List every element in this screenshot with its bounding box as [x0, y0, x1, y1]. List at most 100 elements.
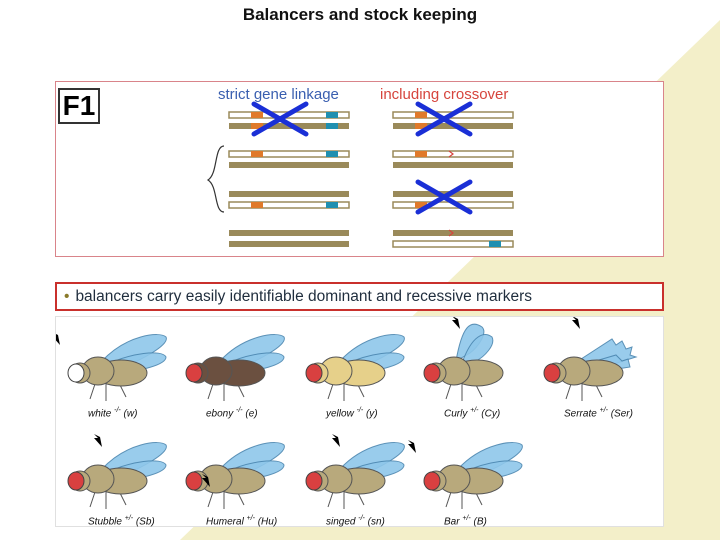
f1-badge: F1	[58, 88, 100, 124]
fly-white	[56, 334, 167, 402]
chromosome	[229, 230, 349, 236]
fly-genotype: -/-	[114, 407, 121, 414]
f1-diagram-panel: F1 strict gene linkage including crossov…	[55, 81, 664, 257]
fly-name: Stubble	[88, 516, 125, 528]
fly-singed	[305, 434, 405, 510]
fly-abbr: (Sb)	[133, 516, 155, 528]
fly-bar	[408, 440, 523, 510]
marker-orange	[251, 151, 263, 157]
including-crossover-title: including crossover	[380, 86, 509, 103]
indicator-arrow	[56, 334, 60, 345]
marker-teal	[326, 112, 338, 118]
marker-orange	[251, 123, 263, 129]
fly-stubble	[67, 434, 167, 510]
indicator-arrow	[202, 474, 210, 487]
chromosome	[229, 241, 349, 247]
fly-eye	[305, 471, 323, 491]
left-chromosome-pairs	[206, 111, 350, 247]
fly-eye	[423, 363, 441, 383]
bullet-text-box: • balancers carry easily identifiable dom…	[55, 282, 664, 311]
fly-abbr: (Cy)	[478, 408, 501, 420]
flies-svg	[56, 317, 638, 510]
fly-abbr: (e)	[242, 408, 258, 420]
fly-abbr: (Ser)	[607, 408, 633, 420]
fly-abbr: (Hu)	[254, 516, 278, 528]
fly-name: Serrate	[564, 408, 600, 420]
cross-mark	[415, 101, 473, 137]
fly-name: Curly	[444, 408, 471, 420]
fly-genotype: +/-	[599, 407, 608, 414]
fly-genotype: +/-	[470, 407, 479, 414]
fly-label-stubble: Stubble +/- (Sb)	[88, 515, 155, 527]
right-chromosome-pairs	[392, 111, 514, 248]
indicator-arrow	[332, 434, 340, 447]
chromosome	[229, 162, 349, 168]
fly-label-ebony: ebony -/- (e)	[206, 407, 258, 419]
bracket	[206, 145, 225, 213]
indicator-arrow	[452, 317, 460, 329]
chromosome	[229, 191, 349, 197]
fly-eye	[185, 471, 203, 491]
slide-title: Balancers and stock keeping	[242, 5, 478, 24]
chromosome	[228, 201, 350, 209]
fly-label-serrate: Serrate +/- (Ser)	[564, 407, 633, 419]
fly-genotype: -/-	[236, 407, 243, 414]
fly-eye	[185, 363, 203, 383]
wing	[461, 334, 494, 364]
fly-ebony	[185, 334, 285, 402]
fly-abbr: (sn)	[364, 516, 385, 528]
fly-label-singed: singed -/- (sn)	[326, 515, 385, 527]
marker-orange	[415, 151, 427, 157]
fly-name: Bar	[444, 516, 463, 528]
marker-teal	[326, 151, 338, 157]
chromosome-diagram	[206, 101, 514, 248]
fly-label-humeral: Humeral +/- (Hu)	[206, 515, 277, 527]
strict-gene-linkage-title: strict gene linkage	[218, 86, 339, 103]
cross-mark	[251, 101, 309, 137]
fly-eye	[305, 363, 323, 383]
fly-eye	[543, 363, 561, 383]
fly-eye	[67, 363, 85, 383]
bullet-dot: •	[64, 288, 70, 305]
fly-yellow	[305, 334, 405, 402]
marker-orange	[415, 112, 427, 118]
fly-name: singed	[326, 516, 359, 528]
fly-label-white: white -/- (w)	[88, 407, 137, 419]
fly-curly	[423, 317, 504, 402]
crossover-x-marks	[251, 101, 473, 215]
chromosome	[228, 150, 350, 158]
marker-orange	[251, 202, 263, 208]
cross-mark	[415, 179, 473, 215]
fly-humeral	[185, 442, 285, 510]
marker-orange	[415, 202, 427, 208]
marker-teal	[326, 123, 338, 129]
bullet-text: balancers carry easily identifiable domi…	[75, 288, 533, 305]
fly-serrate	[543, 317, 638, 402]
flies-panel: white -/- (w) ebony -/- (e) yellow -/- (y)…	[55, 316, 664, 527]
indicator-arrow	[572, 317, 580, 329]
fly-genotype: +/-	[124, 515, 134, 522]
fly-name: yellow	[326, 408, 357, 420]
fly-name: ebony	[206, 408, 237, 420]
fly-eye	[423, 471, 441, 491]
fly-label-yellow: yellow -/- (y)	[326, 407, 378, 419]
fly-name: white	[88, 408, 115, 420]
marker-teal	[489, 241, 501, 247]
chromosome	[393, 162, 513, 168]
indicator-arrow	[408, 440, 416, 453]
fly-name: Humeral	[206, 516, 247, 528]
break-point	[448, 150, 454, 158]
fly-genotype: +/-	[462, 515, 471, 522]
fly-eye	[67, 471, 85, 491]
fly-label-bar: Bar +/- (B)	[444, 515, 487, 527]
fly-label-curly: Curly +/- (Cy)	[444, 407, 500, 419]
fly-genotype: -/-	[358, 515, 365, 522]
marker-teal	[326, 202, 338, 208]
marker-orange	[415, 123, 427, 129]
chromosome	[392, 240, 514, 248]
fly-abbr: (w)	[120, 408, 138, 420]
break-point	[448, 229, 454, 237]
marker-orange	[251, 112, 263, 118]
fly-genotype: -/-	[356, 407, 364, 414]
fly-genotype: +/-	[246, 515, 255, 522]
